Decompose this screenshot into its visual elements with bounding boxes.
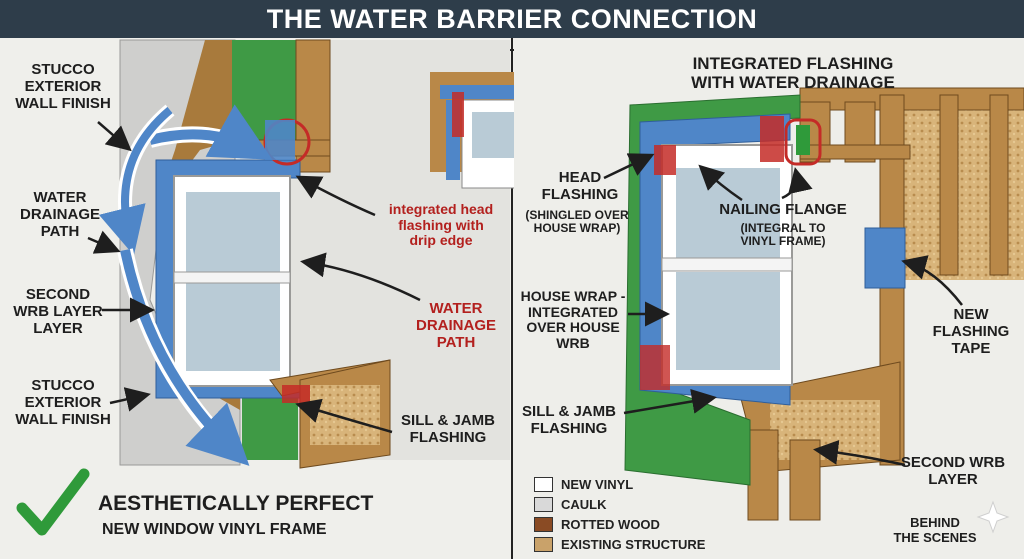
label-sill-jamb-left: SILL & JAMB FLASHING xyxy=(392,413,504,447)
label-second-wrb-right: SECOND WRB LAYER xyxy=(890,455,1016,489)
label-head-flashing: HEAD FLASHING xyxy=(540,170,620,204)
label-water-path-red: WATER DRAINAGE PATH xyxy=(408,301,504,351)
label-nailing-flange-sub: (INTEGRAL TO VINYL FRAME) xyxy=(728,222,838,249)
label-nailing-flange: NAILING FLANGE xyxy=(708,202,858,219)
label-house-wrap: HOUSE WRAP - INTEGRATED OVER HOUSE WRB xyxy=(516,289,630,352)
label-right-heading: INTEGRATED FLASHING WITH WATER DRAINAGE xyxy=(658,54,928,92)
label-sill-jamb-right: SILL & JAMB FLASHING xyxy=(512,404,626,438)
label-water-path: WATER DRAINAGE PATH xyxy=(14,190,106,240)
label-head-flashing-note: integrated head flashing with drip edge xyxy=(374,202,508,249)
legend-swatch xyxy=(534,497,553,512)
legend-swatch xyxy=(534,477,553,492)
legend-item: EXISTING STRUCTURE xyxy=(534,534,734,554)
label-stucco-bottom: STUCCO EXTERIOR WALL FINISH xyxy=(8,378,118,428)
legend: NEW VINYL CAULK ROTTED WOOD EXISTING STR… xyxy=(534,474,734,554)
label-second-wrb: SECOND WRB LAYER LAYER xyxy=(8,287,108,337)
legend-item: CAULK xyxy=(534,494,734,514)
legend-swatch xyxy=(534,537,553,552)
legend-item: NEW VINYL xyxy=(534,474,734,494)
legend-swatch xyxy=(534,517,553,532)
verdict-line1: AESTHETICALLY PERFECT xyxy=(98,492,428,516)
verdict-line2: NEW WINDOW VINYL FRAME xyxy=(102,521,432,539)
label-stucco-top: STUCCO EXTERIOR WALL FINISH xyxy=(8,62,118,112)
checkmark-icon xyxy=(22,474,84,530)
label-behind-scenes: BEHIND THE SCENES xyxy=(880,516,990,545)
label-head-flashing-sub: (SHINGLED OVER HOUSE WRAP) xyxy=(522,209,632,236)
label-new-flashing-tape: NEW FLASHING TAPE xyxy=(922,307,1020,357)
legend-item: ROTTED WOOD xyxy=(534,514,734,534)
